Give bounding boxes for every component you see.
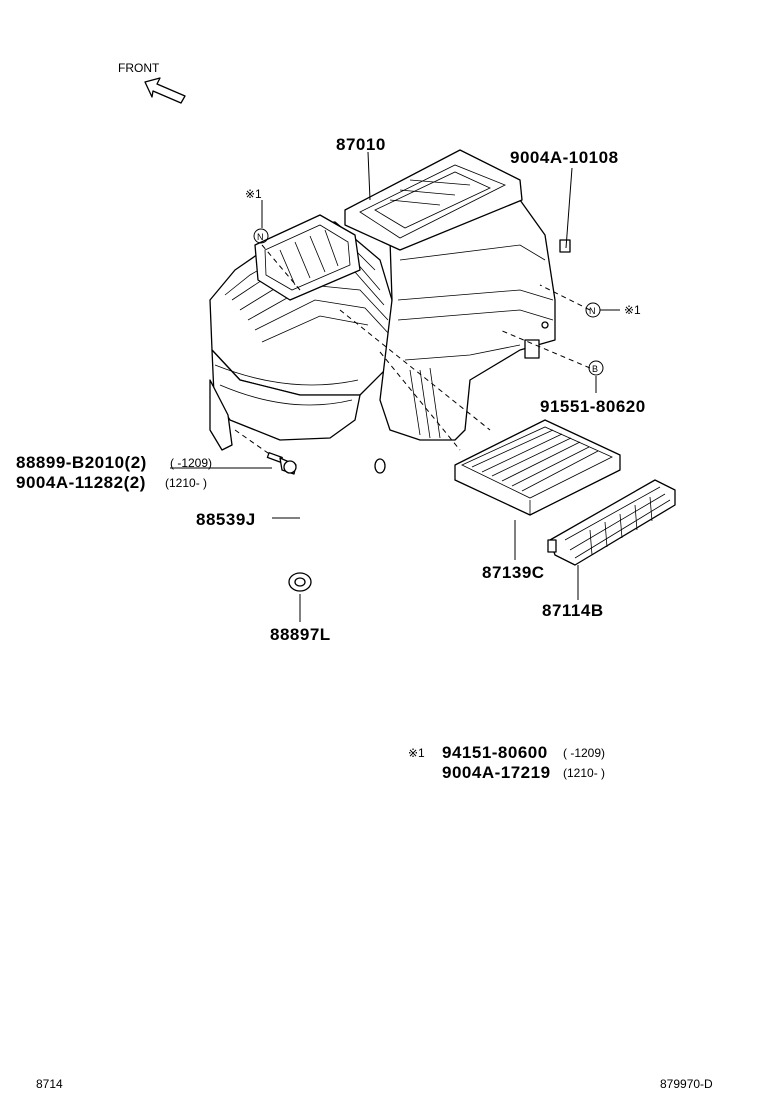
arrow-up-left-icon [144,77,186,104]
footer-left: 8714 [36,1077,63,1091]
callout-x1-right: ※1 [624,303,641,317]
heater-unit-housing [209,149,571,451]
drain-hose-88539j [267,457,386,596]
label-9004a-10108: 9004A-10108 [510,148,619,167]
callout-n-top: N [257,232,264,242]
label-88899-range: ( -1209) [170,456,212,470]
callout-n-right: N [589,306,596,316]
callout-n-circle-top [253,228,269,244]
leader-87010 [367,151,371,201]
footnote-mark: ※1 [408,746,425,760]
label-87114b: 87114B [542,601,604,620]
label-9004a-11282-range: (1210- ) [165,476,207,490]
dash-line-n1 [261,244,301,291]
label-9004a-11282: 9004A-11282(2) [16,473,146,492]
footnote-range-2: (1210- ) [563,766,605,780]
air-filter-87139c [454,419,621,516]
label-88897l: 88897L [270,625,331,644]
footer-right: 879970-D [660,1077,713,1091]
dash-line-b [499,329,591,369]
front-indicator: FRONT [118,61,186,104]
callout-x1-top: ※1 [245,187,262,201]
screw-88899-b2010 [266,452,297,475]
front-label: FRONT [118,61,160,75]
footnote-part-1: 94151-80600 [442,743,548,762]
grommet-88897l [288,572,312,592]
label-88899-b2010: 88899-B2010(2) [16,453,147,472]
dash-line-n2 [539,284,591,311]
label-87010: 87010 [336,135,386,154]
dash-line-filter [379,351,461,451]
footnote: ※1 94151-80600 ( -1209) 9004A-17219 (121… [408,743,605,782]
footnote-part-2: 9004A-17219 [442,763,551,782]
footnote-range-1: ( -1209) [563,746,605,760]
filter-cover-87114b [547,479,676,566]
callout-n-circle-right [585,302,601,318]
leader-9004a-10108 [565,167,573,249]
callout-b-circle [588,360,604,376]
callout-b: B [592,364,598,374]
label-88539j: 88539J [196,510,256,529]
label-87139c: 87139C [482,563,545,582]
label-91551-80620: 91551-80620 [540,397,646,416]
